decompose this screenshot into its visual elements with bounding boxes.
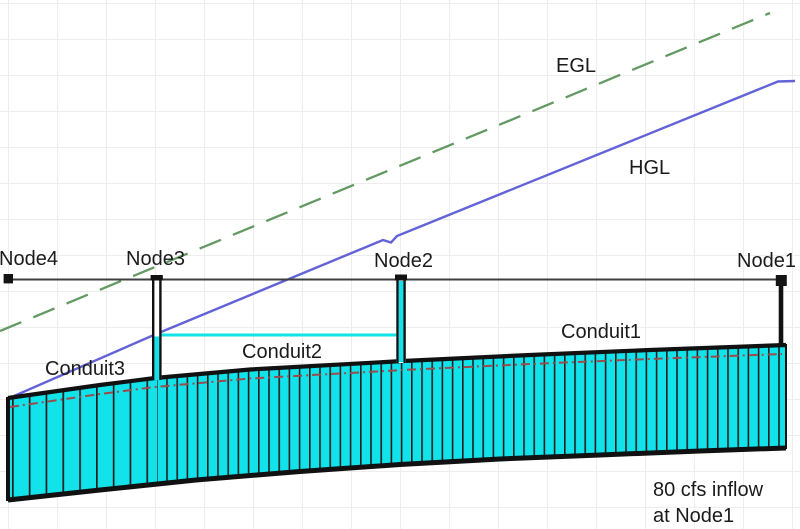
inflow-annotation-line1: 80 cfs inflow — [653, 479, 764, 501]
egl-line — [0, 11, 771, 333]
node1-marker — [775, 275, 787, 286]
egl-label: EGL — [556, 55, 597, 77]
inflow-annotation-line2: at Node1 — [653, 505, 735, 527]
conduit3-label: Conduit3 — [45, 358, 126, 380]
node1-label: Node1 — [737, 250, 796, 272]
node3-label: Node3 — [126, 248, 185, 270]
node1-riser — [775, 275, 787, 347]
node2-label: Node2 — [374, 250, 433, 272]
node2-riser — [395, 274, 407, 363]
node4-label: Node4 — [0, 248, 58, 270]
node4-marker — [3, 274, 13, 284]
node2-cap — [395, 274, 407, 281]
conduit-invert-edge — [7, 445, 787, 503]
node3-riser — [150, 275, 163, 380]
conduit-crown-edge — [7, 342, 787, 401]
crown-dashed-line — [9, 353, 783, 408]
node3-cap — [150, 275, 163, 281]
node2-riser-water — [398, 281, 404, 362]
conduit1-label: Conduit1 — [561, 321, 642, 343]
hgl-label: HGL — [629, 157, 671, 179]
node3-riser-water — [154, 336, 160, 380]
conduit2-label: Conduit2 — [242, 341, 323, 363]
inflow-annotation: 80 cfs inflow at Node1 — [653, 477, 763, 529]
node3-riser-body — [152, 278, 162, 380]
